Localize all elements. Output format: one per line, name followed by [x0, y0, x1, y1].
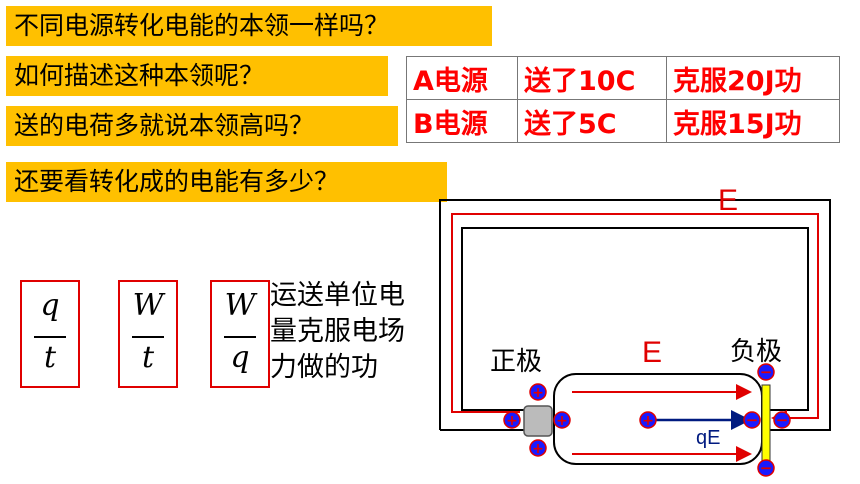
svg-text:−: −: [760, 363, 773, 381]
formula-denominator: q: [230, 340, 250, 375]
fraction-bar: [224, 336, 256, 338]
formula-numerator: W: [224, 288, 256, 323]
negative-plate: [761, 384, 771, 466]
negative-label: 负极: [730, 336, 782, 366]
cell-charge: 送了10C: [517, 56, 667, 100]
formula-denominator: t: [141, 340, 155, 375]
comparison-table: A电源 送了10C 克服20J功 B电源 送了5C 克服15J功: [406, 56, 840, 143]
field-label-outer: E: [718, 184, 738, 217]
positive-charge-icon: +: [553, 411, 571, 429]
formula-denominator: t: [43, 340, 57, 375]
description-line: 量克服电场: [270, 316, 405, 347]
field-label-inner: E: [642, 336, 662, 369]
table-row: B电源 送了5C 克服15J功: [406, 99, 840, 143]
wire-inner: [461, 227, 809, 411]
description-text: 运送单位电 量克服电场 力做的功: [270, 278, 405, 386]
field-line-outer: [451, 213, 819, 426]
force-label: qE: [696, 427, 720, 449]
cell-work: 克服20J功: [666, 56, 840, 100]
negative-charge-icon: −: [757, 363, 775, 381]
svg-text:+: +: [532, 385, 544, 401]
positive-charge-icon: +: [529, 383, 547, 401]
positive-charge-icon: +: [503, 411, 521, 429]
formula-numerator: W: [132, 288, 164, 323]
negative-charges: − − − −: [743, 363, 791, 477]
positive-charges: + + + + +: [503, 383, 657, 457]
fraction-bar: [132, 336, 164, 338]
negative-charge-icon: −: [773, 411, 791, 429]
cell-source: B电源: [406, 99, 518, 143]
description-line: 力做的功: [270, 352, 378, 383]
svg-text:+: +: [532, 441, 544, 457]
svg-text:+: +: [556, 413, 568, 429]
negative-charge-icon: −: [743, 411, 761, 429]
positive-terminal: [523, 405, 553, 437]
positive-charge-icon: +: [529, 439, 547, 457]
description-line: 运送单位电: [270, 280, 405, 311]
positive-label: 正极: [490, 346, 542, 376]
fraction-bar: [34, 336, 66, 338]
svg-text:−: −: [776, 411, 789, 429]
svg-text:−: −: [746, 411, 759, 429]
formula-w-over-t: W t: [118, 280, 178, 388]
svg-text:−: −: [760, 459, 773, 477]
svg-text:+: +: [506, 413, 518, 429]
question-4: 还要看转化成的电能有多少？: [6, 162, 447, 202]
cell-charge: 送了5C: [517, 99, 667, 143]
formula-numerator: q: [40, 288, 60, 323]
formula-w-over-q: W q: [210, 280, 270, 388]
question-2: 如何描述这种本领呢？: [6, 56, 388, 96]
table-row: A电源 送了10C 克服20J功: [406, 56, 840, 100]
wire-outer: [439, 199, 831, 431]
circuit-diagram: E E 正极 负极 qE + + + + + − − − −: [439, 184, 831, 477]
svg-text:+: +: [642, 413, 654, 429]
positive-charge-icon: +: [639, 411, 657, 429]
question-3: 送的电荷多就说本领高吗？: [6, 106, 398, 146]
negative-charge-icon: −: [757, 459, 775, 477]
question-1: 不同电源转化电能的本领一样吗？: [6, 6, 492, 46]
formula-q-over-t: q t: [20, 280, 80, 388]
cell-work: 克服15J功: [666, 99, 840, 143]
cell-source: A电源: [406, 56, 518, 100]
